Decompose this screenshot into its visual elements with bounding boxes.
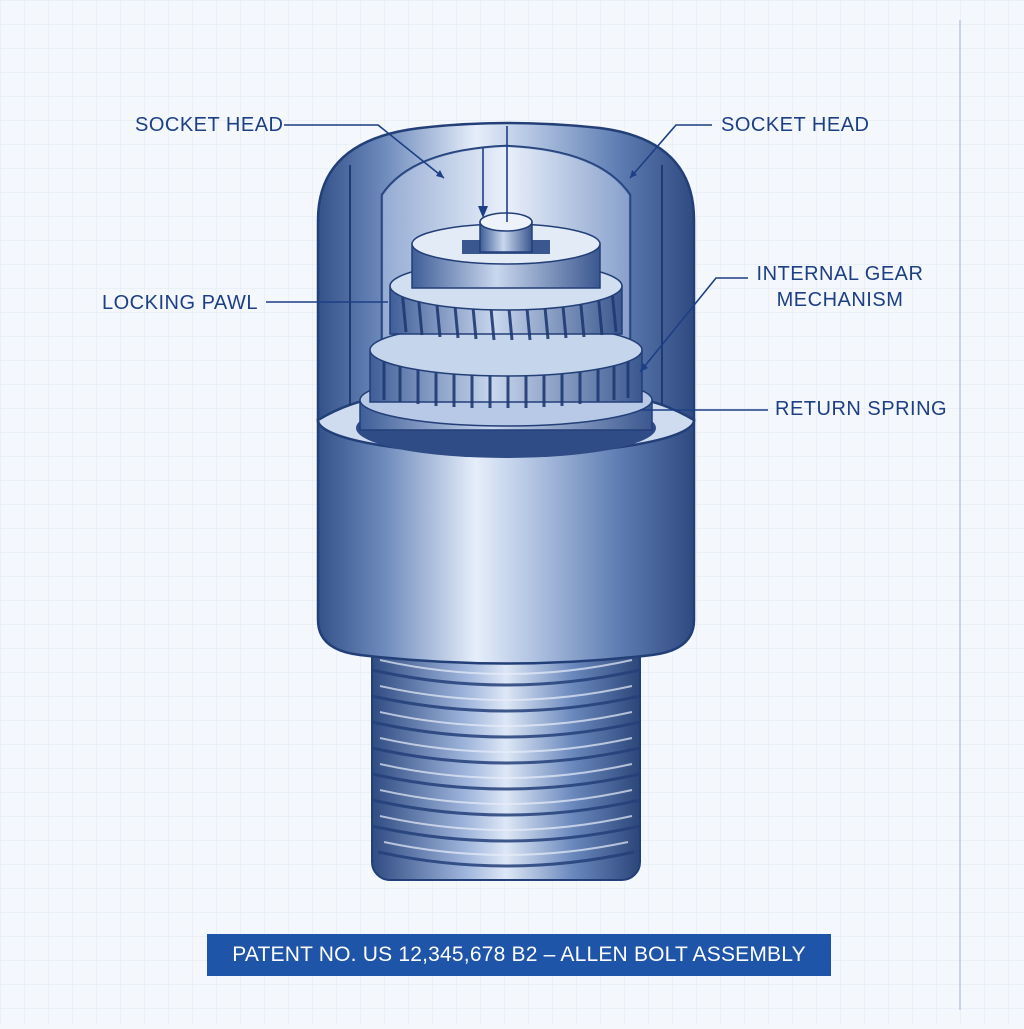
label-locking-pawl: LOCKING PAWL — [102, 292, 259, 314]
label-socket-head-left: SOCKET HEAD — [135, 114, 284, 136]
threaded-shank — [371, 639, 641, 881]
leader-internal-gear — [639, 277, 748, 373]
internal-gears — [356, 212, 656, 458]
leader-lines — [266, 124, 768, 411]
patent-banner: PATENT NO. US 12,345,678 B2 – ALLEN BOLT… — [207, 934, 831, 976]
label-internal-gear-line1: INTERNAL GEAR — [756, 263, 924, 285]
label-internal-gear-line2: MECHANISM — [776, 289, 904, 311]
label-return-spring: RETURN SPRING — [775, 398, 948, 420]
label-socket-head-right: SOCKET HEAD — [721, 114, 870, 136]
leader-arrowheads — [436, 170, 648, 372]
leader-socket-head-left — [284, 124, 445, 179]
leader-socket-head-right — [629, 124, 712, 179]
